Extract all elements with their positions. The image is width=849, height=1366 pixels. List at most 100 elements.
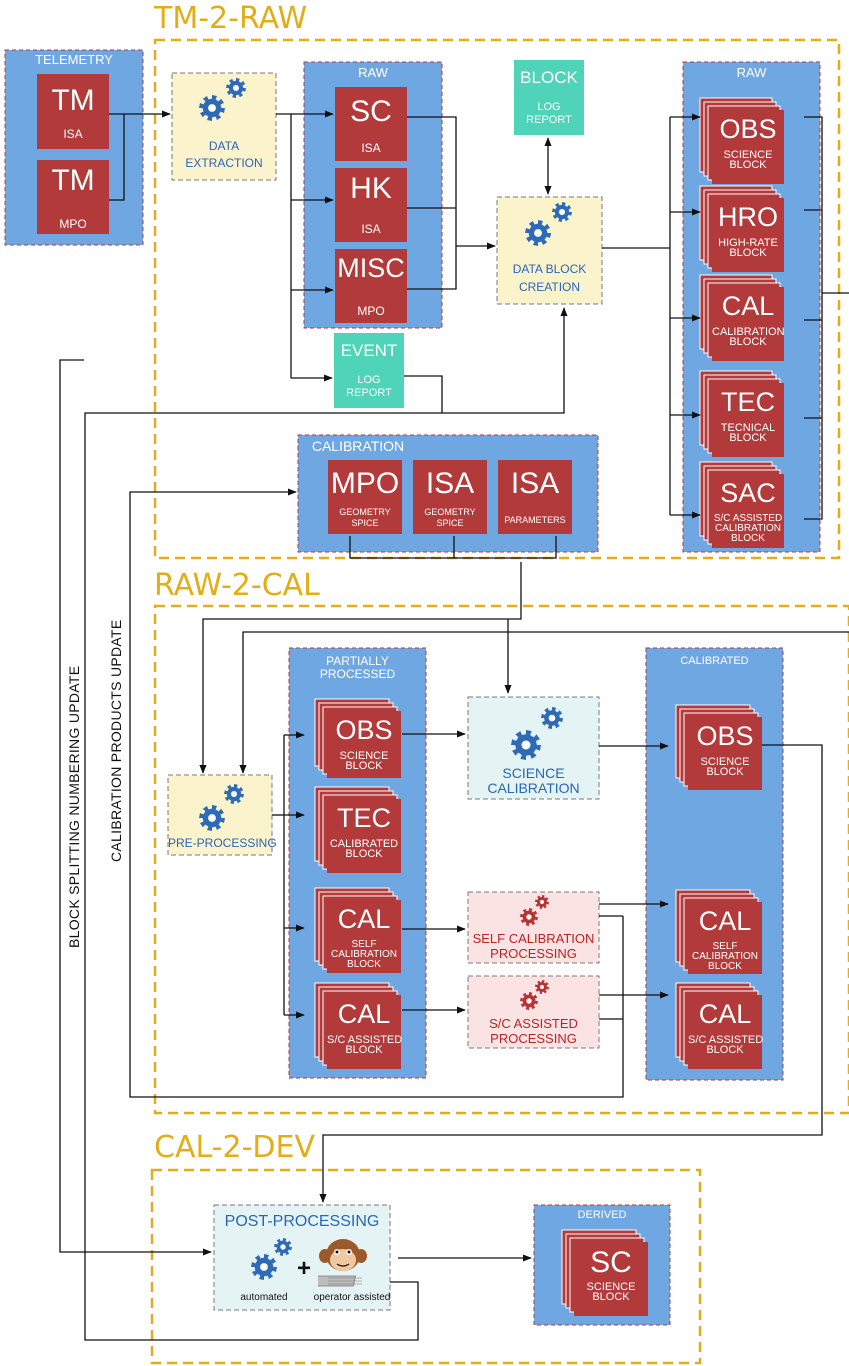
connectors bbox=[59, 110, 849, 1341]
obs-raw-big: OBS bbox=[719, 114, 777, 144]
isa-parameters-small: PARAMETERS bbox=[504, 515, 566, 525]
cal-sc-partial-small-2: BLOCK bbox=[345, 1044, 383, 1056]
block-log-small-2: REPORT bbox=[526, 114, 572, 126]
mpo-geometry-small-1: GEOMETRY bbox=[339, 507, 391, 517]
cal-sc-partial-big: CAL bbox=[337, 999, 391, 1029]
data-extraction-box bbox=[171, 72, 277, 181]
obs-raw-small-2: BLOCK bbox=[729, 159, 767, 171]
cal-self-partial-big: CAL bbox=[337, 904, 391, 934]
sc-derived-item bbox=[574, 1242, 648, 1316]
mpo-geometry-small-2: SPICE bbox=[351, 518, 379, 528]
stacked-items bbox=[314, 97, 784, 1316]
mpo-geometry-big: MPO bbox=[330, 467, 400, 500]
misc-mpo-small: MPO bbox=[357, 304, 385, 318]
plus-sign: + bbox=[296, 1255, 311, 1282]
hk-isa-big: HK bbox=[350, 172, 392, 205]
data-block-creation-box bbox=[496, 196, 603, 305]
hro-raw-small-2: BLOCK bbox=[729, 247, 767, 259]
block-splitting-label: BLOCK SPLITTING NUMBERING UPDATE bbox=[66, 665, 82, 948]
obs-raw-item bbox=[712, 110, 784, 184]
self-calibration-box bbox=[467, 891, 600, 964]
sc-derived-big: SC bbox=[590, 1246, 632, 1279]
section-title-cal2dev: CAL-2-DEV bbox=[154, 1130, 315, 1165]
derived-title: DERIVED bbox=[577, 1209, 627, 1221]
section-title-raw2cal: RAW-2-CAL bbox=[154, 568, 320, 603]
obs-partial-small-2: BLOCK bbox=[345, 760, 383, 772]
tec-partial-big: TEC bbox=[337, 803, 391, 833]
tm-mpo-item bbox=[37, 160, 109, 234]
calibration-products-label: CALIBRATION PRODUCTS UPDATE bbox=[108, 619, 124, 863]
telemetry-title: TELEMETRY bbox=[35, 52, 113, 67]
sc-derived-small-2: BLOCK bbox=[592, 1291, 630, 1303]
cal-sc-calibrated-small-1: S/C ASSISTED bbox=[688, 1034, 764, 1046]
cal-self-calibrated-small-3: BLOCK bbox=[708, 961, 742, 972]
tec-raw-big: TEC bbox=[721, 387, 775, 417]
operator-assisted-label: operator assisted bbox=[313, 1292, 391, 1303]
event-log-small-2: REPORT bbox=[346, 387, 392, 399]
sac-raw-small-2: CALIBRATION bbox=[715, 523, 781, 534]
data-extraction-label-2: EXTRACTION bbox=[185, 156, 263, 170]
cal-self-partial-small-2: CALIBRATION bbox=[331, 949, 397, 960]
obs-raw-small-1: SCIENCE bbox=[723, 149, 773, 161]
cal-raw-small-2: BLOCK bbox=[729, 336, 767, 348]
pre-processing-gear-small-icon-hole bbox=[231, 791, 237, 797]
self-calibration-gear-small-icon-hole bbox=[539, 899, 545, 905]
science-calibration-gear-icon-hole bbox=[521, 740, 531, 750]
tm-isa-item bbox=[37, 74, 109, 149]
event-log-big: EVENT bbox=[340, 341, 398, 360]
hro-raw-big: HRO bbox=[718, 202, 778, 232]
cal-sc-partial-item bbox=[327, 995, 401, 1069]
post-processing-title: POST-PROCESSING bbox=[224, 1213, 380, 1230]
gears bbox=[199, 78, 572, 1280]
cal-raw-item bbox=[712, 287, 784, 361]
event-log-box bbox=[334, 333, 404, 408]
isa-geometry-big: ISA bbox=[425, 467, 475, 500]
sc-assisted-label-2: PROCESSING bbox=[490, 1031, 577, 1046]
cal-self-calibrated-big: CAL bbox=[698, 906, 752, 936]
isa-parameters-big: ISA bbox=[510, 467, 560, 500]
sc-derived-small-1: SCIENCE bbox=[586, 1281, 636, 1293]
data-extraction-label-1: DATA bbox=[208, 139, 240, 153]
automated-gear-icon-hole bbox=[260, 1263, 268, 1271]
pre-processing-label: PRE-PROCESSING bbox=[168, 836, 277, 850]
tec-partial-small-1: CALIBRATED bbox=[329, 838, 399, 850]
self-calibration-label-2: PROCESSING bbox=[490, 946, 577, 961]
obs-calibrated-item bbox=[688, 717, 762, 790]
self-calibration-label-1: SELF CALIBRATION bbox=[472, 931, 595, 946]
tec-partial-small-2: BLOCK bbox=[345, 848, 383, 860]
tec-raw-small-1: TECNICAL bbox=[720, 422, 776, 434]
data-block-creation-label-1: DATA BLOCK bbox=[512, 262, 587, 276]
sc-isa-item bbox=[335, 87, 407, 161]
data-extraction-gear-icon-hole bbox=[208, 104, 216, 112]
cal-self-partial-small-3: BLOCK bbox=[347, 959, 381, 970]
partially-processed-title-1: PARTIALLY bbox=[326, 654, 389, 668]
science-calibration-label-2: CALIBRATION bbox=[487, 780, 580, 796]
pre-processing-gear-icon-hole bbox=[208, 814, 216, 822]
event-log-small-1: LOG bbox=[357, 374, 381, 386]
tec-raw-item bbox=[712, 383, 784, 457]
automated-gear-small-icon-hole bbox=[280, 1244, 286, 1250]
raw-right-title: RAW bbox=[736, 65, 767, 80]
calibration-title: CALIBRATION bbox=[311, 438, 405, 454]
hro-raw-small-1: HIGH-RATE bbox=[718, 237, 778, 249]
partially-processed-title-2: PROCESSED bbox=[319, 667, 396, 681]
tm-isa-big: TM bbox=[51, 84, 95, 117]
sac-raw-item bbox=[712, 474, 784, 548]
sc-assisted-box bbox=[467, 975, 600, 1049]
obs-calibrated-big: OBS bbox=[696, 721, 754, 751]
isa-geometry-item bbox=[413, 460, 487, 534]
data-block-creation-label-2: CREATION bbox=[518, 280, 581, 294]
isa-geometry-small-2: SPICE bbox=[436, 518, 464, 528]
block-log-small-1: LOG bbox=[537, 101, 561, 113]
section-title-tm2raw: TM-2-RAW bbox=[154, 1, 308, 36]
cal-sc-calibrated-big: CAL bbox=[698, 999, 752, 1029]
tec-partial-item bbox=[327, 799, 401, 873]
tm-mpo-small: MPO bbox=[59, 217, 87, 231]
cal-raw-small-1: CALIBRATION bbox=[712, 326, 785, 338]
sc-isa-small: ISA bbox=[361, 141, 381, 155]
calibrated-title: CALIBRATED bbox=[680, 655, 749, 667]
sac-raw-small-3: BLOCK bbox=[731, 533, 765, 544]
tm-isa-small: ISA bbox=[63, 127, 83, 141]
obs-calibrated-small-2: BLOCK bbox=[706, 766, 744, 778]
